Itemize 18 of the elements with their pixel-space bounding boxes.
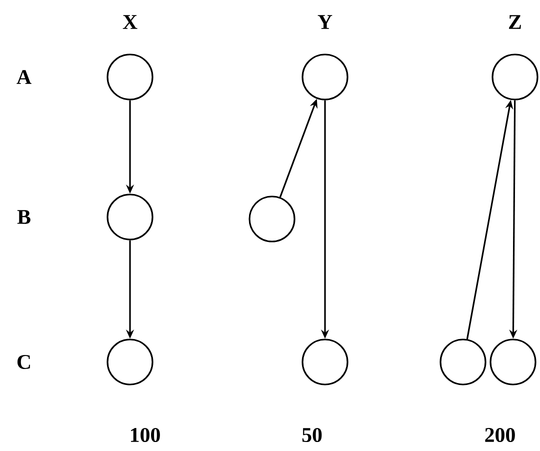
circle-node xyxy=(106,338,154,386)
column-header: X xyxy=(122,15,138,29)
circle-node xyxy=(440,338,486,386)
circle-node xyxy=(490,338,536,386)
row-label: C xyxy=(17,354,30,370)
column-header: Z xyxy=(509,15,521,29)
circle-node xyxy=(302,54,348,100)
circle-node xyxy=(106,54,154,100)
circle-node xyxy=(302,338,348,386)
value-label: 50 xyxy=(302,428,322,442)
circle-node xyxy=(248,196,296,242)
circle-node xyxy=(106,194,154,240)
value-label: 200 xyxy=(485,428,515,442)
row-label: B xyxy=(17,210,30,224)
circle-node xyxy=(492,54,538,100)
value-label: 100 xyxy=(131,428,160,442)
row-label: A xyxy=(16,70,32,84)
column-header: Y xyxy=(318,15,332,29)
